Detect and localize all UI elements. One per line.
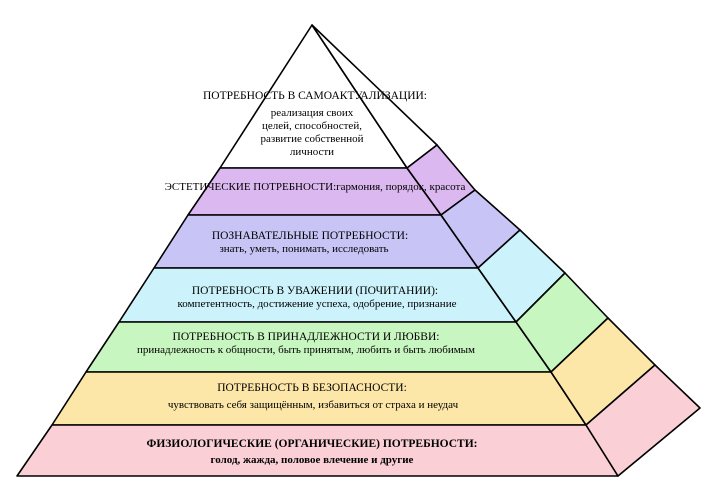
level-belonging-line-1: принадлежность к общности, быть принятым… xyxy=(137,344,475,356)
level-self-line-2: целей, способностей, xyxy=(262,120,362,132)
level-self-line-4: личности xyxy=(290,146,334,158)
level-physiological-side xyxy=(585,364,701,477)
level-physiological-line-1: голод, жажда, половое влечение и другие xyxy=(211,454,414,466)
level-self-title: ПОТРЕБНОСТЬ В САМОАКТУАЛИЗАЦИИ: xyxy=(203,90,427,102)
level-esteem-line-1: компетентность, достижение успеха, одобр… xyxy=(178,298,457,310)
level-physiological-title: ФИЗИОЛОГИЧЕСКИЕ (ОРГАНИЧЕСКИЕ) ПОТРЕБНОС… xyxy=(146,438,477,450)
level-esteem-title: ПОТРЕБНОСТЬ В УВАЖЕНИИ (ПОЧИТАНИИ): xyxy=(192,285,438,297)
level-cognitive-title: ПОЗНАВАТЕЛЬНЫЕ ПОТРЕБНОСТИ: xyxy=(212,230,408,242)
level-safety-line-1: чувствовать себя защищённым, избавиться … xyxy=(168,399,459,411)
level-belonging-title: ПОТРЕБНОСТЬ В ПРИНАДЛЕЖНОСТИ И ЛЮБВИ: xyxy=(173,331,440,343)
level-aesthetic-title: ЭСТЕТИЧЕСКИЕ ПОТРЕБНОСТИ:гармония, поряд… xyxy=(165,181,466,193)
level-physiological-face xyxy=(16,424,619,477)
level-cognitive-line-1: знать, уметь, понимать, исследовать xyxy=(219,243,388,255)
level-safety-title: ПОТРЕБНОСТЬ В БЕЗОПАСНОСТИ: xyxy=(217,382,407,394)
level-self-line-3: развитие собственной xyxy=(261,133,364,145)
level-self-line-1: реализация своих xyxy=(271,107,354,119)
